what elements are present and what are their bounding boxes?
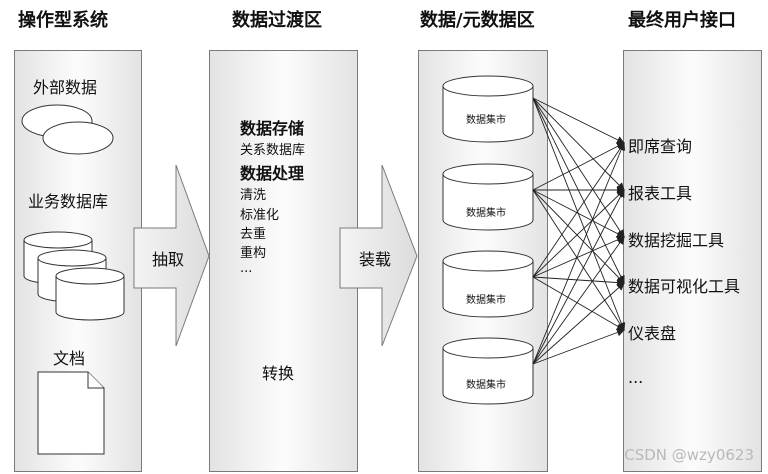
processing-item: 去重	[240, 227, 267, 242]
datamart-cylinder	[442, 337, 534, 405]
header-staging: 数据过渡区	[232, 10, 322, 31]
processing-item: 标准化	[240, 208, 280, 223]
processing-item: 清洗	[240, 188, 267, 203]
business-db-label: 业务数据库	[28, 192, 109, 211]
interface-label: ...	[628, 368, 644, 387]
interface-label: 数据可视化工具	[628, 277, 741, 296]
header-source-systems: 操作型系统	[18, 10, 108, 31]
transform-label: 转换	[262, 364, 295, 383]
datamart-label: 数据集市	[466, 115, 506, 126]
storage-title: 数据存储	[240, 119, 305, 138]
datamart-cylinder	[442, 250, 534, 318]
interface-label: 即席查询	[628, 137, 693, 156]
processing-item: ...	[240, 261, 253, 276]
documents-label: 文档	[53, 349, 86, 368]
header-end-user: 最终用户接口	[628, 10, 736, 31]
processing-item: 重构	[240, 246, 267, 261]
load-label: 装载	[359, 250, 392, 269]
interface-label: 数据挖掘工具	[628, 231, 725, 250]
extract-label: 抽取	[152, 250, 185, 269]
external-data-label: 外部数据	[33, 78, 98, 97]
extract-arrow	[133, 164, 210, 347]
interface-label: 报表工具	[628, 184, 693, 203]
header-data-meta: 数据/元数据区	[420, 10, 535, 31]
external-data-ellipse	[42, 121, 114, 155]
connector-lines	[532, 97, 626, 365]
datamart-label: 数据集市	[466, 208, 506, 219]
load-arrow	[339, 164, 418, 347]
db-cylinder	[55, 267, 125, 321]
processing-title: 数据处理	[240, 164, 305, 183]
document-icon	[37, 371, 105, 455]
datamart-label: 数据集市	[466, 380, 506, 391]
panel-end-user	[623, 50, 762, 472]
storage-item: 关系数据库	[240, 143, 306, 158]
panel-staging	[209, 50, 358, 472]
datamart-cylinder	[442, 75, 534, 143]
datamart-cylinder	[442, 163, 534, 231]
watermark: CSDN @wzy0623	[624, 446, 754, 464]
datamart-label: 数据集市	[466, 295, 506, 306]
interface-label: 仪表盘	[628, 324, 677, 343]
